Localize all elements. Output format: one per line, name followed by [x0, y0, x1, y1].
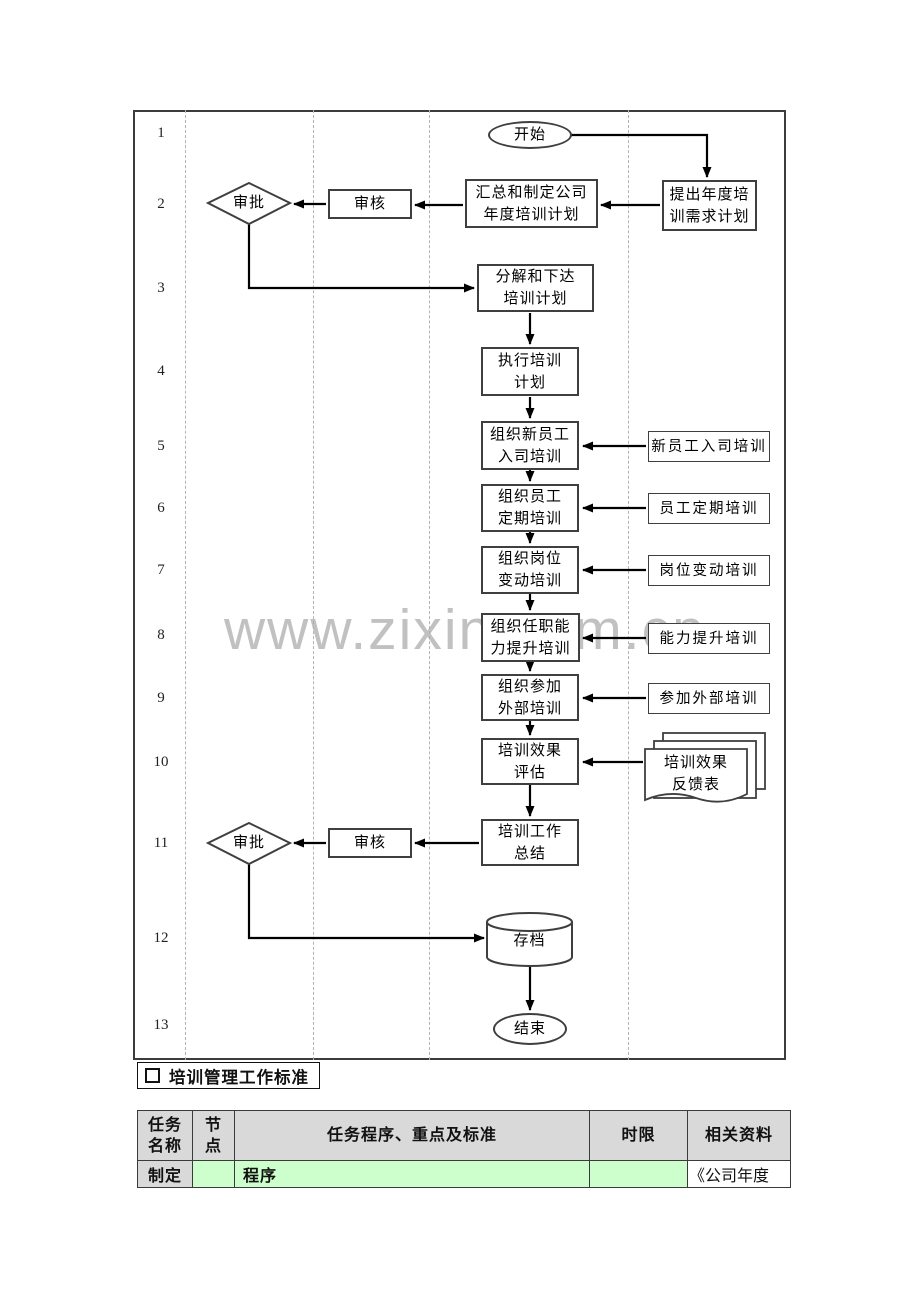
lane-number: 5 [157, 438, 165, 454]
header-task-name: 任务 名称 [137, 1110, 193, 1161]
table-row: 制定 程序 《公司年度 [137, 1160, 791, 1188]
side-box-post-change-training: 岗位变动培训 [648, 555, 770, 586]
header-time-limit: 时限 [589, 1110, 688, 1161]
node-organize-new-employee-training: 组织新员工 入司培训 [481, 421, 579, 470]
lane-separator [185, 110, 186, 1060]
label-approve-1: 审批 [232, 195, 265, 211]
checkbox-icon [145, 1068, 160, 1083]
node-organize-external-training: 组织参加 外部培训 [481, 674, 579, 721]
standards-table: 任务 名称 节 点 任务程序、重点及标准 时限 相关资料 制定 程序 《公司年度 [137, 1110, 791, 1188]
cell-time-limit [589, 1160, 688, 1188]
node-start: 开始 [488, 121, 572, 149]
lane-separator [628, 110, 629, 1060]
lane-number: 7 [157, 562, 165, 578]
node-execute-plan: 执行培训 计划 [481, 347, 579, 396]
lane-number: 9 [157, 690, 165, 706]
node-decompose-plan: 分解和下达 培训计划 [477, 264, 594, 312]
side-box-capability-training: 能力提升培训 [648, 623, 770, 654]
node-review-1: 审核 [328, 189, 412, 219]
side-box-external-training: 参加外部培训 [648, 683, 770, 714]
arrow-approve2-to-archive [247, 864, 485, 943]
table-header-row: 任务 名称 节 点 任务程序、重点及标准 时限 相关资料 [137, 1110, 791, 1161]
arrow-approve1-to-decompose [247, 224, 475, 293]
node-end: 结束 [493, 1013, 567, 1045]
approve-diamond-1 [205, 181, 293, 226]
node-review-2: 审核 [328, 828, 412, 858]
lane-number: 6 [157, 500, 165, 516]
lane-number: 12 [153, 930, 169, 946]
lane-separator [429, 110, 430, 1060]
side-box-regular-training: 员工定期培训 [648, 493, 770, 524]
watermark-text: www.zixin.com.cn [224, 598, 706, 662]
lane-number: 4 [157, 363, 165, 379]
header-node: 节 点 [192, 1110, 235, 1161]
cell-task-name: 制定 [137, 1160, 193, 1188]
arrow-start-to-propose [570, 133, 712, 178]
node-organize-capability-training: 组织任职能 力提升培训 [481, 613, 580, 662]
approve-diamond-2 [205, 821, 293, 866]
node-evaluate-effect: 培训效果 评估 [481, 738, 579, 785]
side-box-new-employee-training: 新员工入司培训 [648, 431, 770, 462]
node-organize-post-change-training: 组织岗位 变动培训 [481, 546, 579, 594]
lane-number: 8 [157, 627, 165, 643]
feedback-document-stack [644, 732, 766, 803]
header-related-docs: 相关资料 [687, 1110, 791, 1161]
lane-separator [313, 110, 314, 1060]
header-procedure: 任务程序、重点及标准 [234, 1110, 590, 1161]
lane-number: 10 [153, 754, 169, 770]
node-training-summary: 培训工作 总结 [481, 819, 579, 866]
lane-number: 13 [153, 1017, 169, 1033]
section-heading: 培训管理工作标准 [137, 1062, 320, 1089]
label-feedback-doc: 培训效果 反馈表 [663, 755, 728, 793]
lane-number: 11 [153, 835, 169, 851]
lane-number: 1 [157, 125, 165, 141]
lane-number: 3 [157, 280, 165, 296]
node-summarize-annual-plan: 汇总和制定公司 年度培训计划 [465, 179, 598, 228]
cell-node [192, 1160, 235, 1188]
archive-cylinder [485, 912, 574, 967]
cell-related-docs: 《公司年度 [687, 1160, 791, 1188]
node-propose-annual-training-needs: 提出年度培 训需求计划 [662, 180, 757, 231]
section-title: 培训管理工作标准 [169, 1068, 309, 1087]
lane-number: 2 [157, 196, 165, 212]
node-organize-regular-training: 组织员工 定期培训 [481, 484, 579, 532]
label-archive: 存档 [513, 933, 546, 949]
cell-procedure: 程序 [234, 1160, 590, 1188]
label-approve-2: 审批 [232, 835, 265, 851]
